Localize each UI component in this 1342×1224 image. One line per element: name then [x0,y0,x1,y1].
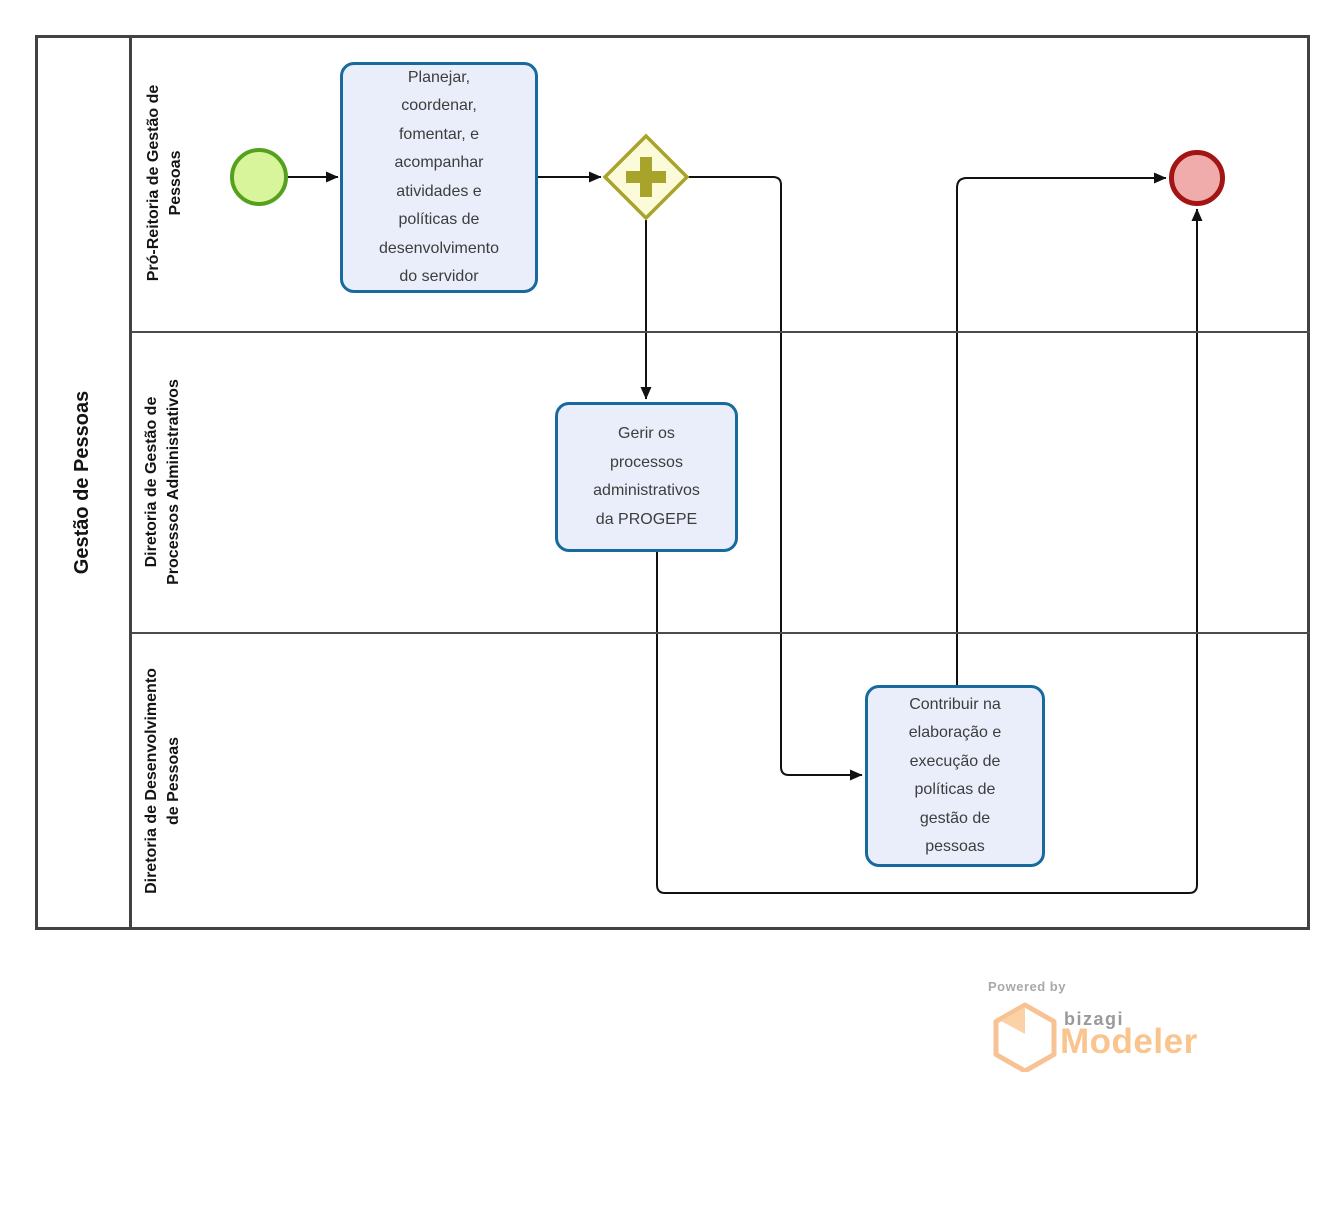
pool-title: Gestão de Pessoas [71,390,93,575]
task-contribuir[interactable]: Contribuir na elaboração e execução de p… [865,685,1045,867]
task-planejar[interactable]: Planejar, coordenar, fomentar, e acompan… [340,62,538,293]
lane-label-pro-reitoria: Pró-Reitoria de Gestão de Pessoas [145,84,184,282]
start-event-icon[interactable] [230,148,288,206]
lane-divider-1 [132,331,1310,333]
lane-divider-2 [132,632,1310,634]
lane-label-diretoria-processos: Diretoria de Gestão de Processos Adminis… [143,379,182,585]
pool-title-separator [129,35,132,930]
task-gerir[interactable]: Gerir os processos administrativos da PR… [555,402,738,552]
parallel-gateway-icon[interactable] [600,131,692,223]
pool-gestao-de-pessoas [35,35,1310,930]
powered-by-label: Powered by [988,979,1066,994]
bizagi-logo-icon[interactable] [992,1002,1058,1072]
modeler-product-label[interactable]: Modeler [1060,1022,1198,1061]
bizagi-brand-label[interactable]: bizagi [1064,1009,1125,1029]
end-event-icon[interactable] [1169,150,1225,206]
lane-label-diretoria-desenvolvimento: Diretoria de Desenvolvimento de Pessoas [143,668,182,894]
